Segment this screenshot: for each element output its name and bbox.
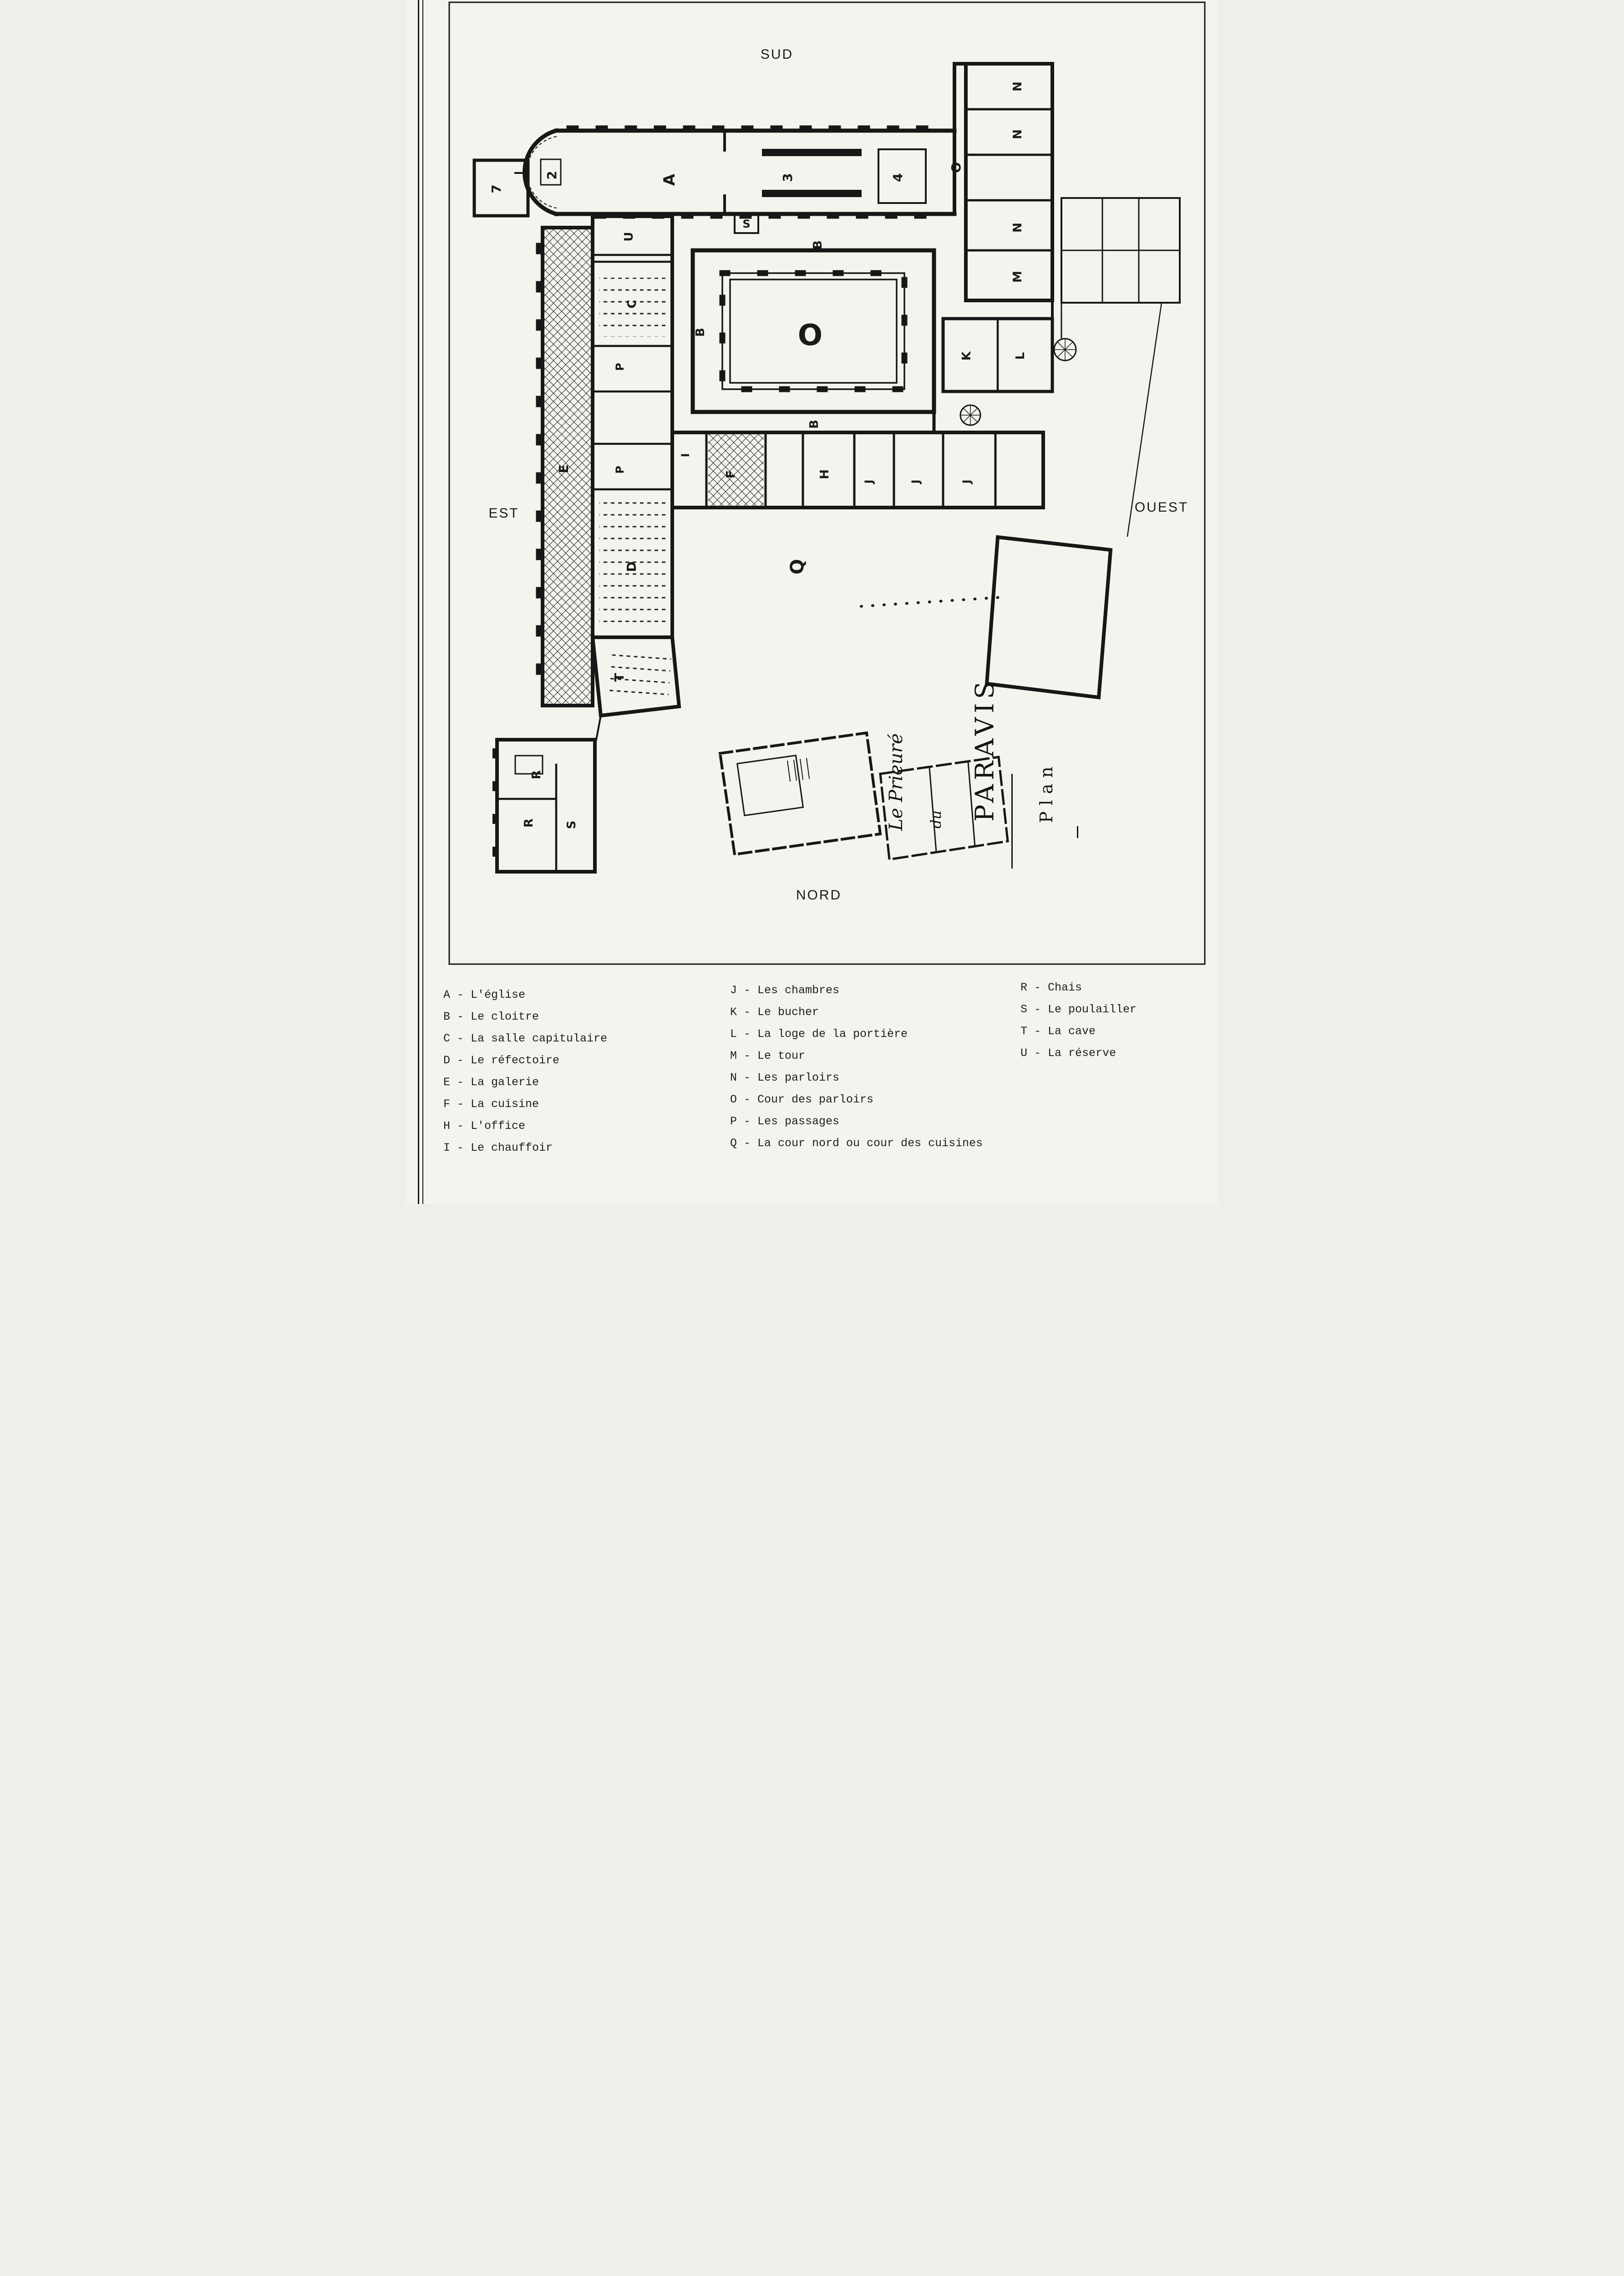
plan-room-label: H [818, 469, 832, 479]
plan-room-label: U [622, 232, 636, 241]
left-margin-rule-thick [418, 0, 419, 1204]
legend-item: O - Cour des parloirs [730, 1093, 874, 1106]
legend-item: D - Le réfectoire [443, 1054, 560, 1067]
plan-room-labels: 7 2 A 3 4S B O N N N M B O B U C P E P D T R R S I F H J J J K L Q [489, 81, 1027, 829]
plan-room-label: F [724, 470, 738, 478]
plan-room-label: I [679, 453, 692, 457]
plan-room-label: M [1011, 271, 1025, 283]
plan-room-label: D [624, 561, 639, 572]
plan-room-label: O [798, 319, 822, 352]
compass-north: NORD [796, 888, 842, 903]
east-wing [536, 214, 681, 741]
plan-room-label: S [742, 218, 750, 230]
legend-item: U - La réserve [1020, 1047, 1116, 1060]
plan-room-label: S [565, 821, 579, 829]
compass-south: SUD [760, 47, 794, 62]
plan-room-label: O [949, 162, 964, 173]
legend-item: B - Le cloitre [443, 1010, 539, 1023]
plan-room-label: P [614, 466, 626, 474]
parlors-block [953, 62, 1054, 302]
legend-item: C - La salle capitulaire [443, 1032, 608, 1045]
legend-item: S - Le poulailler [1020, 1003, 1137, 1016]
legend-column-2: J - Les chambres K - Le bucher L - La loge… [730, 980, 1003, 1154]
floor-plan-drawing: 7 2 A 3 4S B O N N N M B O B U C P E P D T R R S I F H J J J K L Q [448, 1, 1206, 965]
plan-room-label: J [960, 480, 973, 485]
legend-item: R - Chais [1020, 981, 1082, 994]
legend-item: J - Les chambres [730, 984, 840, 997]
title-underline-rule [1011, 774, 1013, 869]
service-band [670, 299, 1054, 509]
legend-item: P - Les passages [730, 1115, 840, 1128]
legend-item: E - La galerie [443, 1076, 539, 1089]
legend-item: I - Le chauffoir [443, 1141, 553, 1154]
legend-item: N - Les parloirs [730, 1071, 840, 1084]
legend-item: K - Le bucher [730, 1006, 819, 1019]
plan-room-label: B [807, 420, 821, 429]
plan-room-label: J [909, 480, 922, 485]
plan-room-label: A [660, 173, 679, 186]
title-plan-dash [1077, 826, 1078, 838]
plan-room-label: R [530, 770, 543, 779]
legend-item: M - Le tour [730, 1049, 806, 1062]
legend-item: L - La loge de la portière [730, 1027, 908, 1041]
plan-room-label: B [694, 328, 707, 337]
chais-building [492, 738, 597, 874]
church-building [472, 125, 957, 234]
legend-item: F - La cuisine [443, 1097, 539, 1111]
left-margin-rule-thin [422, 0, 423, 1204]
plan-room-label: 4 [890, 173, 905, 182]
north-court-buildings [718, 535, 1113, 861]
legend-item: Q - La cour nord ou cour des cuisines [730, 1137, 983, 1150]
legend-column-3: R - Chais S - Le poulailler T - La cave U -… [1020, 977, 1203, 1064]
legend-column-1: A - L'église B - Le cloitre C - La salle c… [443, 984, 671, 1159]
plan-room-label: N [1011, 223, 1025, 233]
plan-room-label: K [960, 351, 974, 361]
plan-room-label: N [1011, 81, 1025, 91]
plan-room-label: B [811, 240, 825, 249]
plan-room-label: 3 [780, 173, 795, 182]
plan-room-label: C [625, 300, 639, 308]
plan-room-label: 2 [544, 171, 559, 179]
plan-room-label: T [612, 673, 627, 681]
plan-room-label: J [863, 480, 875, 485]
plan-room-label: P [614, 363, 626, 371]
cloister [690, 248, 936, 414]
plan-frame-border [448, 1, 1206, 965]
plan-room-label: 7 [489, 184, 504, 193]
legend-item: H - L'office [443, 1119, 526, 1133]
plan-room-label: R [522, 818, 536, 828]
plan-room-label: L [1014, 352, 1027, 360]
right-annex [1053, 197, 1181, 537]
compass-east: EST [488, 506, 519, 521]
legend-item: T - La cave [1020, 1025, 1096, 1038]
plan-room-label: E [556, 464, 571, 473]
plan-room-label: N [1011, 129, 1025, 139]
compass-west: OUEST [1134, 500, 1189, 515]
plan-room-label: Q [787, 559, 808, 574]
legend-item: A - L'église [443, 988, 526, 1001]
courtyard-dotted-path [860, 596, 1004, 608]
